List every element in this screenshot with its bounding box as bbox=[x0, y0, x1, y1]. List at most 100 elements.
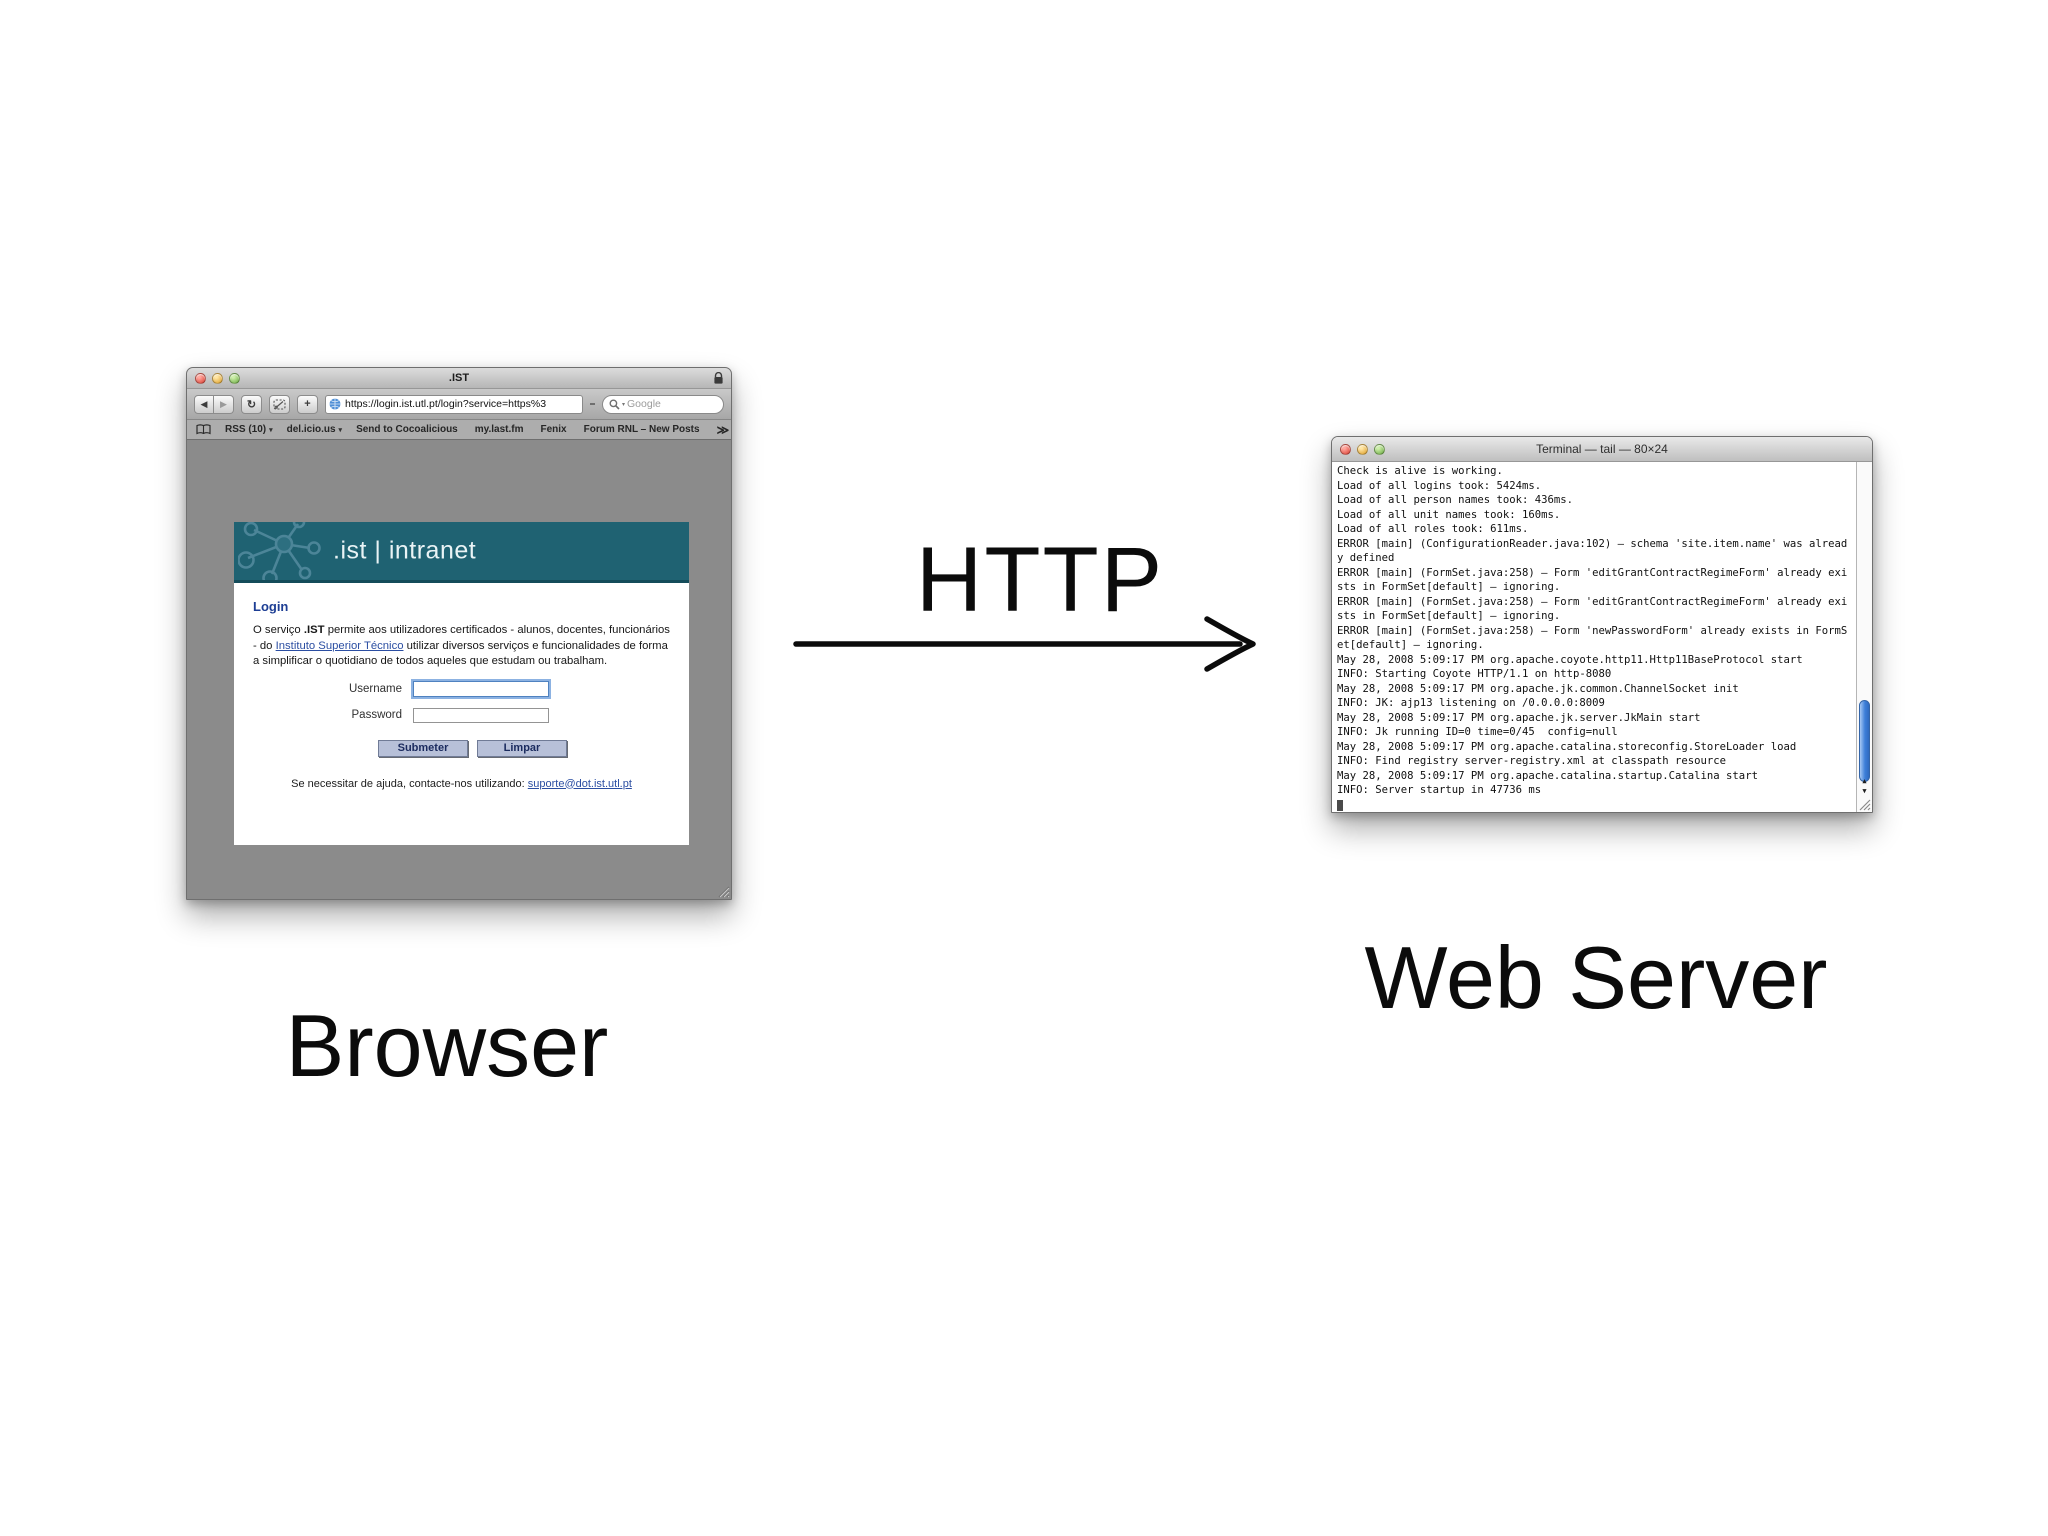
intro-paragraph: O serviço .IST permite aos utilizadores … bbox=[253, 623, 670, 670]
browser-viewport: .ist | intranet Login O serviço .IST per… bbox=[187, 440, 731, 899]
back-button[interactable]: ◀ bbox=[194, 394, 214, 414]
help-line: Se necessitar de ajuda, contacte-nos uti… bbox=[253, 778, 670, 790]
scrollbar[interactable]: ▲ ▼ bbox=[1856, 462, 1872, 812]
close-button[interactable] bbox=[195, 372, 206, 384]
terminal-log-line: Check is alive is working. bbox=[1337, 465, 1503, 477]
search-placeholder: Google bbox=[627, 398, 661, 410]
web-clip-button[interactable] bbox=[269, 394, 290, 414]
terminal-log-line: ERROR [main] (FormSet.java:258) – Form '… bbox=[1337, 595, 1848, 608]
terminal-log-line: INFO: Find registry server-registry.xml … bbox=[1337, 755, 1727, 767]
intro-bold: .IST bbox=[303, 624, 325, 636]
support-email-link[interactable]: suporte@dot.ist.utl.pt bbox=[527, 777, 632, 790]
add-bookmark-button[interactable]: + bbox=[297, 394, 318, 414]
bookmark-label: my.last.fm bbox=[474, 424, 524, 435]
bookmarks-book-icon[interactable] bbox=[196, 424, 211, 435]
brand-title: .ist | intranet bbox=[333, 536, 477, 565]
terminal-log-line: y defined bbox=[1337, 552, 1395, 564]
traffic-lights bbox=[1332, 443, 1385, 455]
bookmark-item[interactable]: RSS (10) ▾ bbox=[225, 424, 273, 435]
browser-titlebar[interactable]: .IST bbox=[187, 368, 731, 389]
forward-button[interactable]: ▶ bbox=[214, 394, 234, 414]
bookmark-item[interactable]: my.last.fm bbox=[475, 424, 527, 435]
username-field[interactable] bbox=[413, 680, 549, 697]
bookmark-item[interactable]: Send to Cocoalicious bbox=[356, 424, 461, 435]
terminal-cursor bbox=[1337, 799, 1343, 811]
webserver-caption: Web Server bbox=[1364, 928, 1828, 1027]
username-label: Username bbox=[348, 682, 402, 695]
terminal-titlebar[interactable]: Terminal — tail — 80×24 bbox=[1332, 437, 1872, 462]
bookmark-item[interactable]: Fenix bbox=[540, 424, 569, 435]
snapback-indicator bbox=[590, 403, 595, 405]
http-protocol-label: HTTP bbox=[915, 529, 1165, 631]
reload-button[interactable]: ↻ bbox=[241, 394, 262, 414]
terminal-log-line: ERROR [main] (FormSet.java:258) – Form '… bbox=[1337, 624, 1848, 637]
login-panel: .ist | intranet Login O serviço .IST per… bbox=[234, 522, 689, 845]
terminal-log-line: Load of all person names took: 436ms. bbox=[1337, 494, 1573, 506]
terminal-log-line: May 28, 2008 5:09:17 PM org.apache.catal… bbox=[1337, 740, 1797, 753]
terminal-log-line: et[default] – ignoring. bbox=[1337, 639, 1484, 651]
browser-window-title: .IST bbox=[448, 372, 470, 384]
terminal-log-line: Load of all unit names took: 160ms. bbox=[1337, 508, 1561, 521]
minimize-button[interactable] bbox=[212, 372, 223, 384]
bookmarks-bar: RSS (10) ▾ del.icio.us ▾ Send to Cocoali… bbox=[187, 420, 731, 440]
minimize-button[interactable] bbox=[1357, 443, 1368, 455]
intro-text: permite aos utilizadores certificados - … bbox=[253, 624, 670, 652]
scissors-icon bbox=[273, 398, 286, 410]
terminal-log-line: INFO: JK: ajp13 listening on /0.0.0.0:80… bbox=[1337, 697, 1605, 709]
scroll-down-arrow-icon[interactable]: ▼ bbox=[1862, 787, 1867, 795]
page-title: Login bbox=[253, 599, 289, 614]
bookmark-item[interactable]: Forum RNL – New Posts bbox=[584, 424, 703, 435]
bookmark-item[interactable]: del.icio.us ▾ bbox=[287, 424, 342, 435]
terminal-log-line: INFO: Starting Coyote HTTP/1.1 on http-8… bbox=[1337, 668, 1612, 680]
bookmark-list: RSS (10) ▾ del.icio.us ▾ Send to Cocoali… bbox=[225, 424, 703, 435]
terminal-log-line: May 28, 2008 5:09:17 PM org.apache.jk.co… bbox=[1337, 682, 1739, 695]
bookmark-label: Fenix bbox=[540, 424, 567, 435]
address-bar[interactable]: https://login.ist.utl.pt/login?service=h… bbox=[325, 394, 583, 414]
submit-button[interactable]: Submeter bbox=[378, 739, 468, 757]
reload-icon: ↻ bbox=[246, 398, 257, 411]
terminal-log-line: ERROR [main] (ConfigurationReader.java:1… bbox=[1337, 537, 1848, 550]
terminal-log-line: May 28, 2008 5:09:17 PM org.apache.catal… bbox=[1337, 769, 1758, 782]
bookmark-label: RSS (10) bbox=[225, 424, 267, 435]
traffic-lights bbox=[187, 372, 240, 384]
zoom-button[interactable] bbox=[229, 372, 240, 384]
terminal-log-line: INFO: Server startup in 47736 ms bbox=[1337, 784, 1542, 796]
resize-grip[interactable] bbox=[1857, 797, 1871, 811]
bookmarks-overflow-chevron[interactable]: ≫ bbox=[716, 422, 730, 437]
chevron-down-icon: ▾ bbox=[338, 426, 343, 434]
password-field[interactable] bbox=[413, 707, 549, 723]
help-text: Se necessitar de ajuda, contacte-nos uti… bbox=[291, 777, 528, 790]
clear-button[interactable]: Limpar bbox=[477, 739, 567, 757]
close-button[interactable] bbox=[1340, 443, 1351, 455]
terminal-log-line: sts in FormSet[default] – ignoring. bbox=[1337, 581, 1561, 593]
browser-toolbar: ◀ ▶ ↻ + https://login.ist.utl.pt/login?s… bbox=[187, 389, 731, 420]
search-icon bbox=[609, 399, 620, 410]
zoom-button[interactable] bbox=[1374, 443, 1385, 455]
panel-header: .ist | intranet bbox=[234, 522, 689, 583]
terminal-log-line: Load of all roles took: 611ms. bbox=[1337, 523, 1529, 535]
intro-text: utilizar diversos serviços e funcionalid… bbox=[253, 639, 668, 668]
scroll-up-arrow-icon[interactable]: ▲ bbox=[1862, 777, 1867, 785]
terminal-window: Terminal — tail — 80×24 Check is alive i… bbox=[1331, 436, 1873, 813]
institute-link[interactable]: Instituto Superior Técnico bbox=[275, 639, 404, 652]
ist-network-logo bbox=[238, 522, 321, 580]
url-text: https://login.ist.utl.pt/login?service=h… bbox=[345, 398, 547, 410]
search-input[interactable]: ▾ Google bbox=[602, 394, 724, 414]
browser-caption: Browser bbox=[285, 996, 609, 1095]
browser-window: .IST ◀ ▶ ↻ + https://login.ist.utl.pt/lo… bbox=[186, 367, 732, 900]
chevron-down-icon: ▾ bbox=[622, 401, 626, 408]
bookmark-label: del.icio.us bbox=[286, 424, 336, 435]
terminal-log-line: sts in FormSet[default] – ignoring. bbox=[1337, 610, 1561, 622]
back-icon: ◀ bbox=[200, 398, 208, 409]
password-label: Password bbox=[351, 709, 403, 721]
scrollbar-thumb[interactable] bbox=[1859, 700, 1870, 782]
terminal-window-title: Terminal — tail — 80×24 bbox=[1536, 442, 1668, 456]
terminal-log-line: May 28, 2008 5:09:17 PM org.apache.coyot… bbox=[1337, 653, 1803, 666]
terminal-output: Check is alive is working. Load of all lo… bbox=[1332, 462, 1872, 812]
panel-body: Login O serviço .IST permite aos utiliza… bbox=[234, 583, 689, 790]
terminal-log-line: Load of all logins took: 5424ms. bbox=[1337, 479, 1542, 492]
chevron-down-icon: ▾ bbox=[269, 426, 273, 434]
terminal-log-line: May 28, 2008 5:09:17 PM org.apache.jk.se… bbox=[1337, 711, 1701, 724]
terminal-log: Check is alive is working. Load of all lo… bbox=[1337, 464, 1854, 798]
resize-grip[interactable] bbox=[716, 884, 730, 898]
